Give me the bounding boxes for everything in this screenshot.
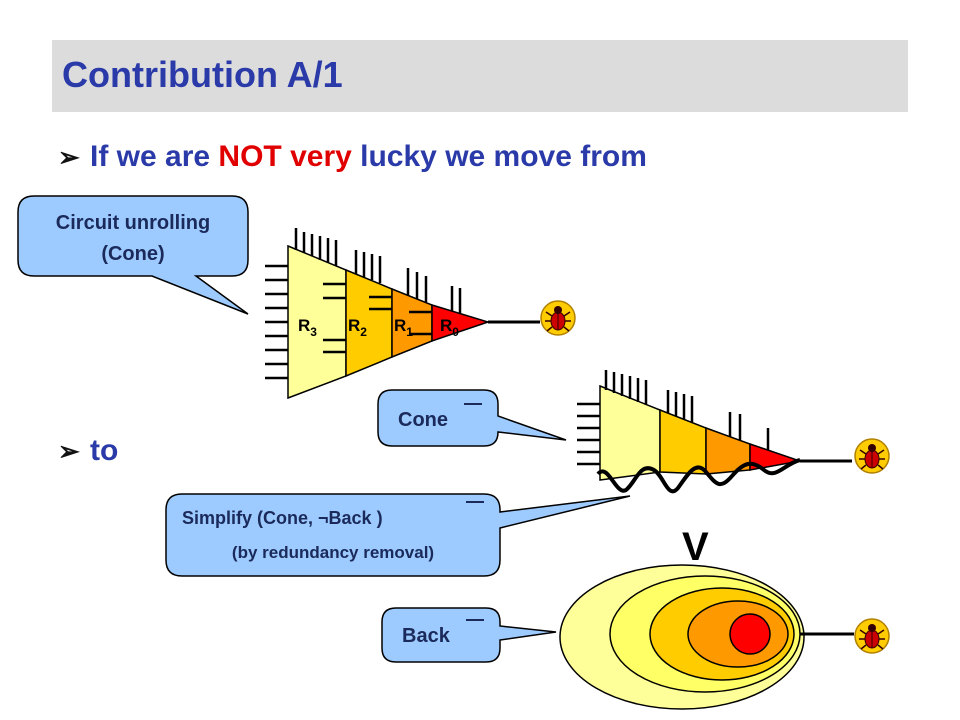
bug-icon bbox=[854, 618, 890, 654]
bullet-arrow-icon: ➢ bbox=[58, 436, 80, 466]
bullet-move-from: ➢ If we are NOT very lucky we move from bbox=[58, 140, 647, 174]
cone-simplified bbox=[577, 370, 852, 494]
operator-v: V bbox=[682, 525, 709, 569]
bullet-to: ➢ to bbox=[58, 434, 118, 468]
region-cone-light bbox=[599, 384, 661, 481]
callout-unrolling-line2: (Cone) bbox=[101, 243, 164, 265]
back-onion bbox=[559, 564, 854, 710]
input-pins-top bbox=[294, 228, 462, 314]
callout-circuit-unrolling: Circuit unrolling (Cone) bbox=[17, 195, 249, 315]
bullet-text-very: very bbox=[290, 140, 352, 173]
callout-simplify-line2: (by redundancy removal) bbox=[232, 543, 434, 562]
callout-simplify: Simplify (Cone, ¬Back ) (by redundancy r… bbox=[165, 493, 631, 577]
callout-unrolling-line1: Circuit unrolling bbox=[56, 212, 210, 234]
bug-icon bbox=[854, 438, 890, 474]
cone-unrolled-top: R3 R2 R1 R0 bbox=[265, 228, 540, 400]
slide-title: Contribution A/1 bbox=[62, 54, 343, 95]
bullet-text-after: lucky we move from bbox=[351, 140, 647, 173]
back-core bbox=[729, 613, 771, 655]
title-bar: Contribution A/1 bbox=[52, 40, 908, 112]
bullet-text-before: If we are bbox=[90, 140, 219, 173]
bullet-arrow-icon: ➢ bbox=[58, 142, 80, 172]
callout-back-label: Back bbox=[402, 625, 451, 647]
callout-cone-label: Cone bbox=[398, 409, 448, 431]
callout-cone: Cone bbox=[377, 389, 567, 447]
region-cone-yellow bbox=[659, 408, 707, 475]
register-label-r2: R2 bbox=[348, 316, 367, 339]
register-label-r3: R3 bbox=[298, 316, 317, 339]
register-label-r1: R1 bbox=[394, 316, 413, 339]
register-label-r0: R0 bbox=[440, 316, 459, 339]
callout-simplify-line1: Simplify (Cone, ¬Back ) bbox=[182, 508, 383, 528]
input-pins-left bbox=[577, 402, 600, 466]
region-cone-red bbox=[749, 442, 803, 471]
bullet-text-not: NOT bbox=[218, 140, 282, 173]
bullet-text-to: to bbox=[90, 434, 119, 467]
region-r3 bbox=[287, 244, 347, 400]
wavy-cut-line bbox=[596, 458, 801, 494]
input-pins-top bbox=[604, 370, 770, 450]
callout-back: Back bbox=[381, 607, 557, 663]
input-pins-left bbox=[265, 264, 432, 380]
bug-icon bbox=[540, 300, 576, 336]
